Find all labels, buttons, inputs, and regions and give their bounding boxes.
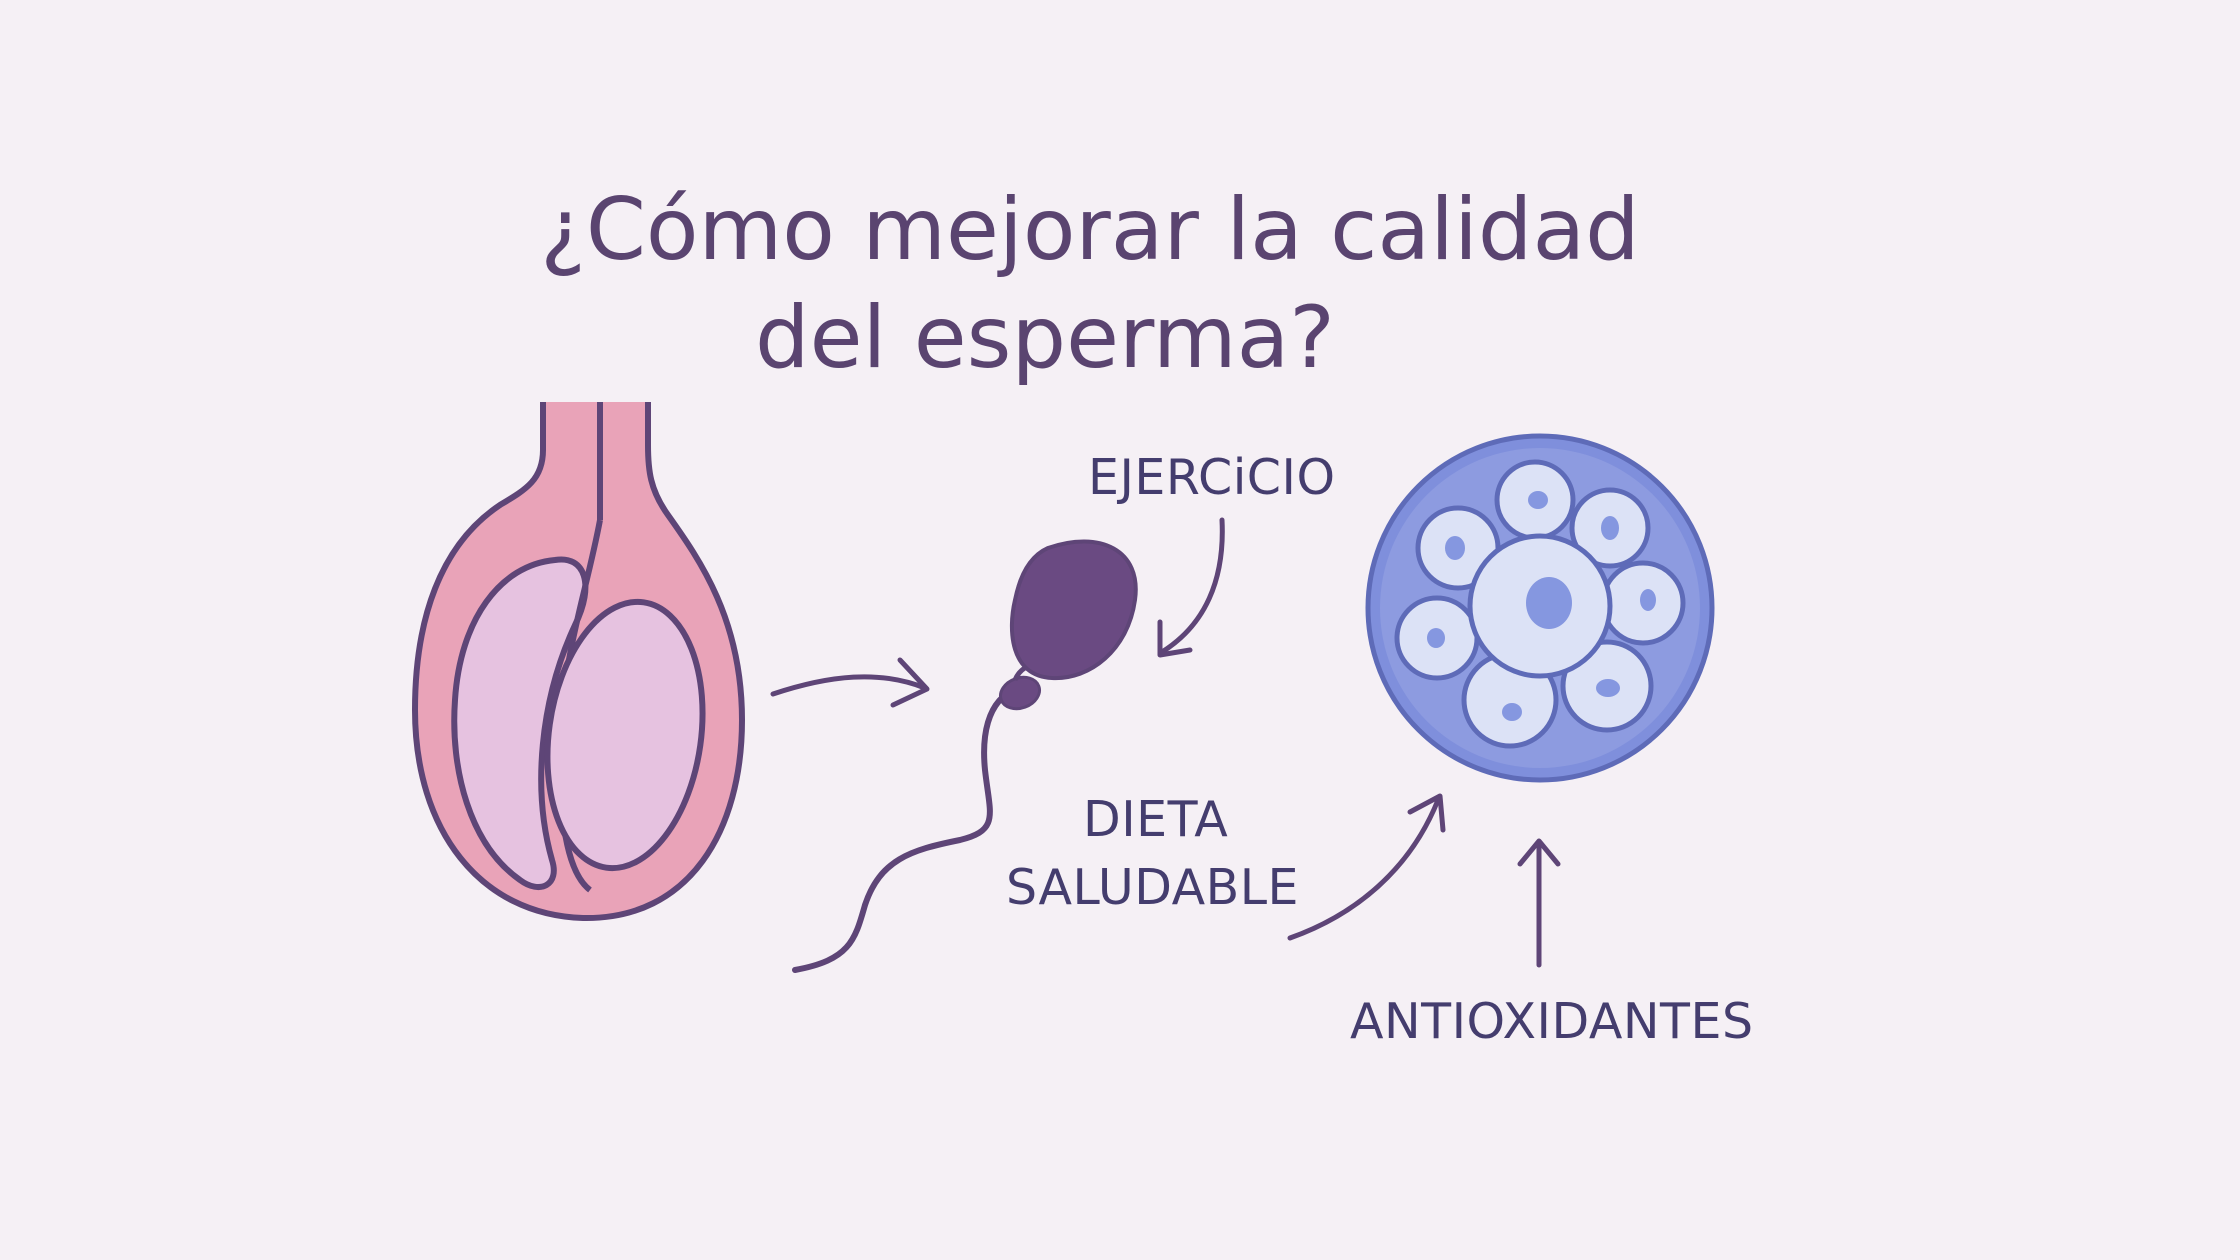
curved-arrow-icon (1157, 517, 1225, 658)
straight-arrow-icon (1517, 838, 1561, 968)
curved-arrow-icon (1287, 793, 1446, 941)
egg-cell-icon (1365, 433, 1715, 783)
page-title-line-1: ¿Cómo mejorar la calidad (540, 180, 1640, 280)
page-title-line-2: del esperma? (755, 288, 1335, 388)
curved-arrow-icon (770, 657, 930, 708)
label-ejercicio: EJERCiCIO (1088, 449, 1336, 506)
label-saludable: SALUDABLE (1006, 859, 1300, 916)
testicle-icon (412, 402, 745, 922)
label-dieta: DIETA (1083, 791, 1229, 848)
label-antioxidantes: ANTIOXIDANTES (1350, 993, 1754, 1050)
sperm-icon (792, 539, 1138, 973)
